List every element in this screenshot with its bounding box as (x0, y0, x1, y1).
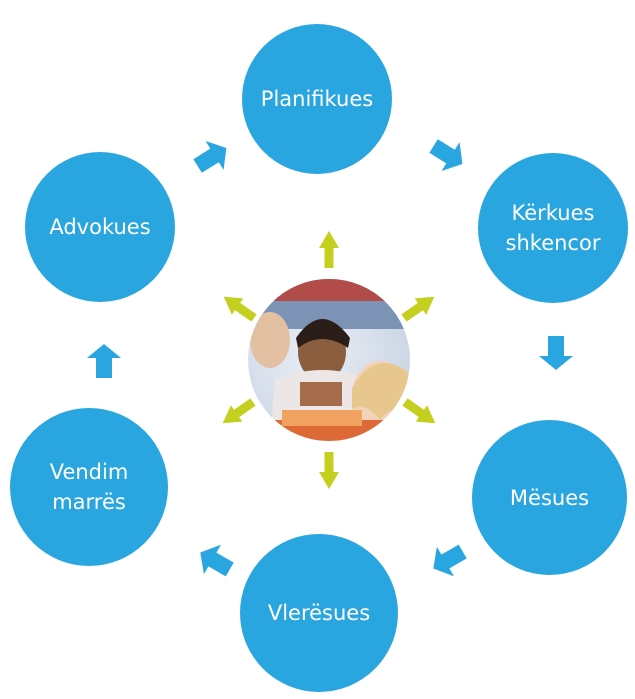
node-kerkues-shkencor: Kërkues shkencor (478, 153, 628, 303)
center-arrow-upper-right (398, 288, 441, 327)
cycle-arrow-planifikues-to-kerkues (424, 131, 472, 179)
cycle-arrow-advokues-to-planifikues (188, 133, 236, 181)
node-planifikues: Planifikues (242, 24, 392, 174)
center-arrow-up (319, 231, 339, 268)
center-arrow-down (319, 452, 339, 489)
node-kerkues-shkencor-label: Kërkues shkencor (505, 201, 601, 255)
node-vendim-marres-label: Vendim marrës (49, 460, 129, 514)
center-arrow-lower-left (216, 393, 259, 432)
node-advokues: Advokues (25, 152, 175, 302)
node-vleresues: Vlerësues (240, 534, 398, 692)
cycle-arrow-kerkues-to-mesues (539, 336, 573, 370)
center-arrow-lower-right (399, 393, 442, 432)
node-vendim-marres: Vendim marrës (10, 408, 168, 566)
node-vleresues-label: Vlerësues (267, 601, 371, 625)
center-photo-icon (248, 279, 410, 441)
cycle-arrow-vendim-to-advokues (87, 344, 121, 378)
center-arrow-upper-left (217, 288, 260, 327)
node-planifikues-label: Planifikues (260, 87, 374, 111)
cycle-arrow-mesues-to-vleresues (424, 536, 472, 584)
node-advokues-label: Advokues (49, 215, 151, 239)
cycle-arrow-vleresues-to-vendim (191, 537, 239, 585)
node-mesues: Mësues (472, 420, 627, 575)
node-mesues-label: Mësues (509, 485, 590, 510)
